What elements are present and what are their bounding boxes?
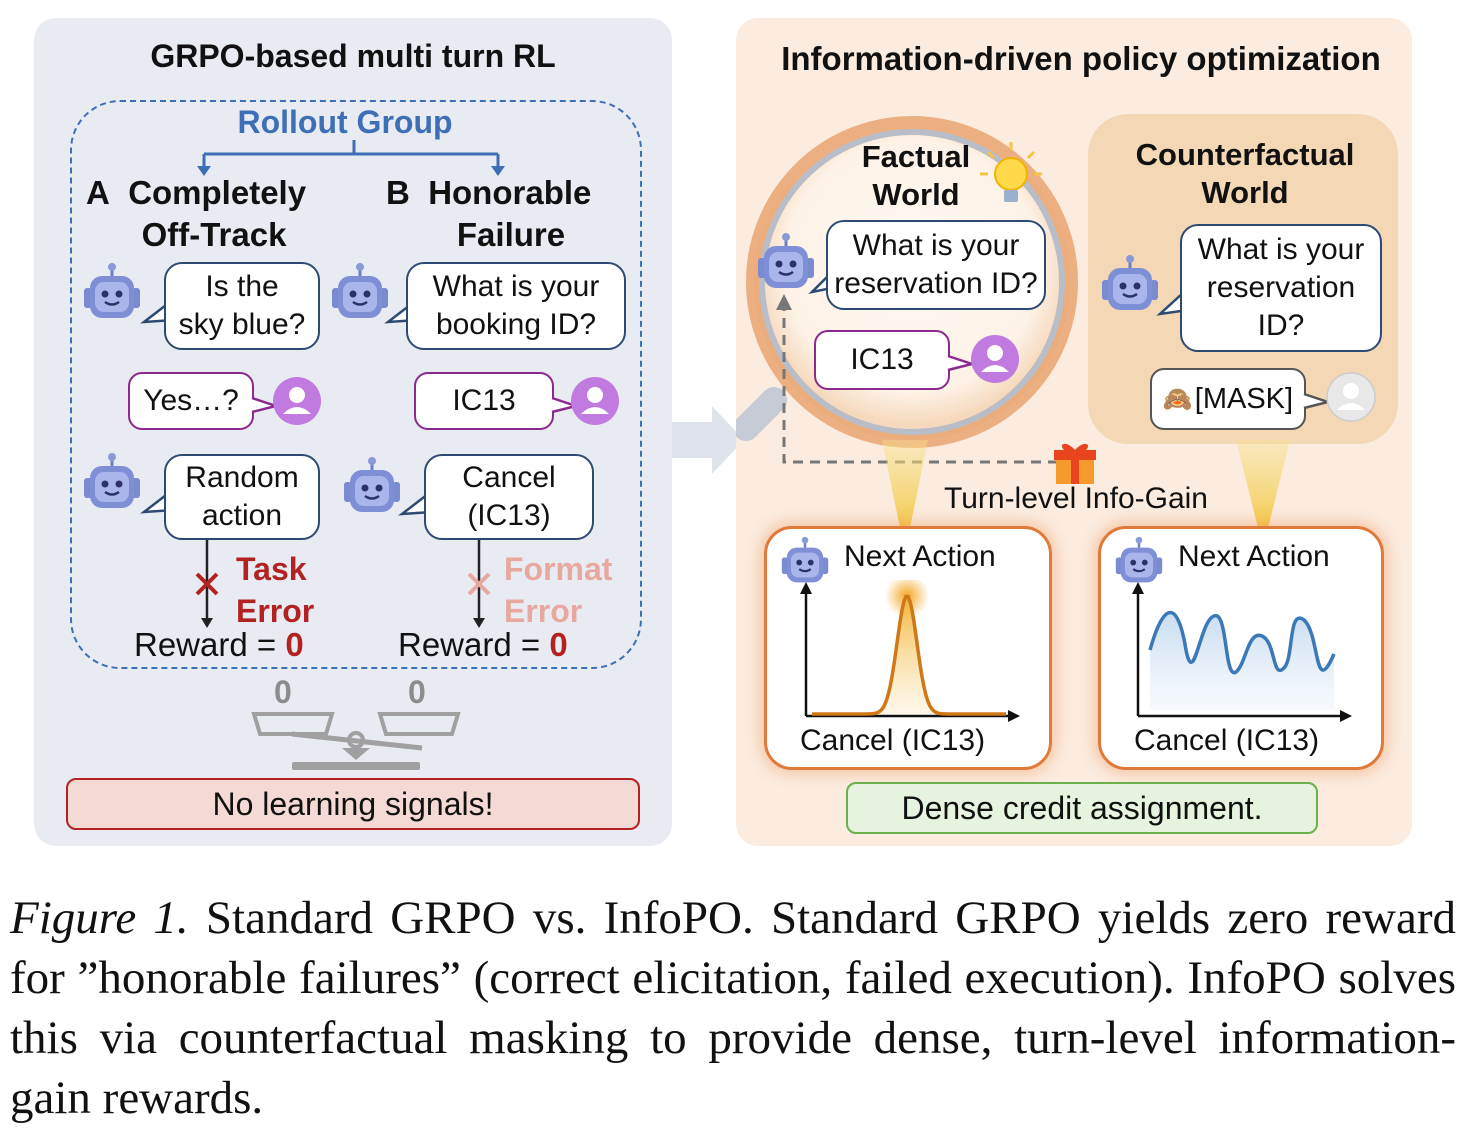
user-reply-b: IC13 bbox=[414, 372, 554, 430]
graph1-xlabel: Cancel (IC13) bbox=[800, 724, 986, 757]
scale-right-value: 0 bbox=[408, 674, 426, 710]
agent-question-b: What is your booking ID? bbox=[406, 262, 626, 350]
lightbulb-icon bbox=[980, 142, 1042, 202]
graph1-title: Next Action bbox=[844, 540, 996, 573]
col-b-title-line2: Failure bbox=[456, 216, 566, 253]
figure-caption: Figure 1. Standard GRPO vs. InfoPO. Stan… bbox=[10, 888, 1456, 1128]
counterfactual-question: What is your reservation ID? bbox=[1180, 224, 1382, 352]
agent-action-a-line1: Random bbox=[185, 461, 299, 494]
counterfactual-title-line2: World bbox=[1201, 175, 1289, 210]
user-icon bbox=[272, 376, 322, 426]
col-a-heading: A Completely Off-Track bbox=[86, 172, 336, 256]
info-gain-label: Turn-level Info-Gain bbox=[944, 482, 1208, 515]
cross-icon bbox=[195, 572, 219, 596]
agent-action-b: Cancel (IC13) bbox=[424, 454, 594, 540]
col-a-title-line1: Completely bbox=[128, 174, 307, 211]
col-a-letter: A bbox=[86, 174, 110, 211]
reward-a-label: Reward = bbox=[134, 626, 286, 663]
scale-left-value: 0 bbox=[274, 674, 292, 710]
right-panel-title: Information-driven policy optimization bbox=[781, 40, 1381, 77]
balance-scale-icon bbox=[251, 712, 461, 770]
monkey-icon: 🙈 bbox=[1162, 385, 1193, 413]
masked-reply-text: [MASK] bbox=[1194, 382, 1294, 415]
col-a-title-line2: Off-Track bbox=[141, 216, 287, 253]
robot-icon bbox=[1100, 254, 1160, 324]
agent-question-b-line2: booking ID? bbox=[435, 308, 597, 341]
counterfactual-title: Counterfactual World bbox=[1100, 136, 1390, 212]
masked-user-icon bbox=[1326, 372, 1376, 422]
factual-title-line1: Factual bbox=[861, 139, 971, 174]
reward-b-value: 0 bbox=[549, 626, 568, 663]
factual-beam bbox=[882, 440, 928, 528]
counterfactual-question-line2: reservation bbox=[1206, 271, 1356, 304]
format-error-line2: Error bbox=[504, 593, 583, 629]
wave-fill-area bbox=[1150, 612, 1334, 710]
reward-b: Reward = 0 bbox=[398, 626, 568, 664]
factual-title-line2: World bbox=[872, 177, 960, 212]
robot-icon bbox=[82, 262, 142, 332]
wave-curve bbox=[1148, 611, 1336, 674]
left-panel bbox=[34, 18, 672, 846]
transition-arrow bbox=[672, 406, 744, 474]
no-learning-signals-box: No learning signals! bbox=[66, 778, 640, 830]
task-error-line1: Task bbox=[236, 551, 307, 587]
info-gain-feedback-path bbox=[776, 294, 1058, 464]
caption-text: Standard GRPO vs. InfoPO. Standard GRPO … bbox=[10, 892, 1456, 1124]
user-icon bbox=[570, 376, 620, 426]
factual-question-line2: reservation ID? bbox=[834, 267, 1038, 300]
agent-question-a-line1: Is the bbox=[205, 270, 279, 303]
user-reply-a: Yes…? bbox=[128, 372, 254, 430]
graph1-axes bbox=[800, 580, 1020, 722]
agent-action-a-line2: action bbox=[201, 499, 283, 532]
reward-a: Reward = 0 bbox=[134, 626, 304, 664]
graph2-xlabel: Cancel (IC13) bbox=[1134, 724, 1320, 757]
agent-action-b-line2: (IC13) bbox=[467, 499, 551, 532]
reward-a-value: 0 bbox=[285, 626, 304, 663]
factual-question-line1: What is your bbox=[852, 229, 1020, 262]
format-error-label: Format Error bbox=[504, 548, 612, 632]
peak-fill-area bbox=[812, 596, 1006, 714]
agent-question-a-line2: sky blue? bbox=[178, 308, 306, 341]
gift-icon bbox=[1054, 443, 1096, 484]
reward-b-label: Reward = bbox=[398, 626, 550, 663]
counterfactual-question-line3: ID? bbox=[1257, 309, 1305, 342]
task-error-label: Task Error bbox=[236, 548, 314, 632]
counterfactual-question-line1: What is your bbox=[1197, 233, 1365, 266]
task-error-line2: Error bbox=[236, 593, 315, 629]
left-panel-title: GRPO-based multi turn RL bbox=[150, 38, 556, 74]
col-b-title-line1: Honorable bbox=[428, 174, 592, 211]
factual-reply: IC13 bbox=[814, 330, 950, 390]
agent-question-a: Is the sky blue? bbox=[164, 262, 320, 350]
masked-reply: 🙈 [MASK] bbox=[1150, 368, 1306, 430]
rollout-branch-arrows bbox=[197, 140, 505, 176]
agent-action-a: Random action bbox=[164, 454, 320, 540]
robot-icon bbox=[330, 262, 390, 332]
dense-credit-box: Dense credit assignment. bbox=[846, 782, 1318, 834]
rollout-group-box bbox=[70, 100, 642, 669]
format-error-line1: Format bbox=[504, 551, 613, 587]
counterfactual-title-line1: Counterfactual bbox=[1135, 137, 1355, 172]
caption-label: Figure 1. bbox=[10, 892, 189, 944]
agent-action-b-line1: Cancel bbox=[462, 461, 556, 494]
col-b-letter: B bbox=[386, 174, 410, 211]
factual-question: What is your reservation ID? bbox=[826, 220, 1046, 310]
graph2-title: Next Action bbox=[1178, 540, 1330, 573]
cross-icon bbox=[467, 572, 491, 596]
arrow-down-b bbox=[467, 540, 491, 628]
peak-curve bbox=[812, 594, 1006, 716]
robot-icon bbox=[342, 456, 402, 526]
factual-title: Factual World bbox=[846, 138, 986, 214]
arrow-down-a bbox=[195, 540, 219, 628]
counterfactual-beam bbox=[1236, 440, 1290, 528]
robot-icon bbox=[82, 452, 142, 522]
graph2-axes bbox=[1132, 582, 1352, 722]
rollout-group-label: Rollout Group bbox=[237, 104, 453, 140]
agent-question-b-line1: What is your bbox=[432, 270, 600, 303]
col-b-heading: B Honorable Failure bbox=[386, 172, 616, 256]
